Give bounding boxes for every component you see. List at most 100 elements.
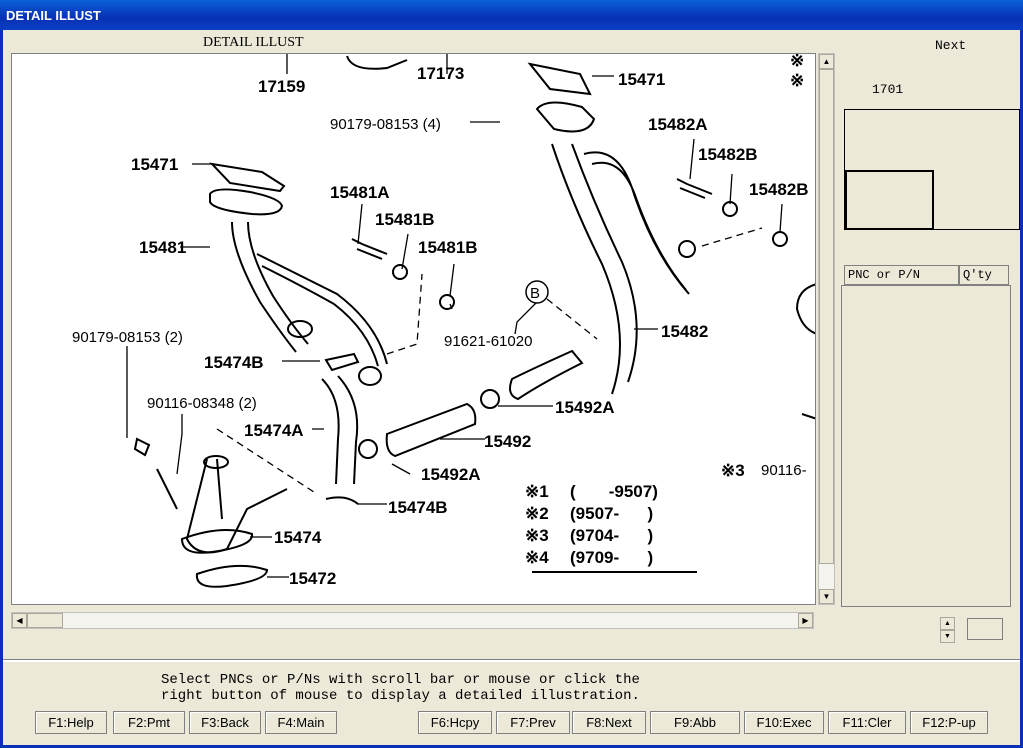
bolt-15482A-shape	[676, 178, 713, 199]
window-title: DETAIL ILLUST	[6, 8, 101, 23]
label-15474B-top[interactable]: 15474B	[204, 353, 264, 372]
page-spinbox[interactable]	[967, 618, 1003, 640]
label-15492A-left[interactable]: 15492A	[421, 465, 481, 484]
f9-abb-button[interactable]: F9:Abb	[650, 711, 740, 734]
bolt-15481A-shape	[351, 238, 388, 260]
label-star3: ※3	[721, 461, 745, 480]
label-15481B-1[interactable]: 15481B	[375, 210, 435, 229]
f8-next-button[interactable]: F8:Next	[572, 711, 646, 734]
label-15482B-2[interactable]: 15482B	[749, 180, 809, 199]
illustration-title: DETAIL ILLUST	[203, 35, 304, 50]
legend-mark-2: ※2	[525, 504, 549, 523]
leaders-4	[126, 346, 320, 475]
label-15492[interactable]: 15492	[484, 432, 531, 451]
clamp-15474B-bottom-shape	[325, 496, 359, 505]
scroll-right-arrow-icon[interactable]: ▶	[798, 613, 813, 628]
leaders-1	[180, 75, 614, 248]
label-star-top-2: ※	[790, 71, 804, 90]
bolt-90179-shape	[133, 437, 151, 457]
label-15482A[interactable]: 15482A	[648, 115, 708, 134]
f2-pmt-button[interactable]: F2:Pmt	[113, 711, 185, 734]
column-header-qty[interactable]: Q'ty	[959, 265, 1009, 285]
legend-range-1: ( -9507)	[570, 482, 658, 501]
legend-mark-4: ※4	[525, 548, 549, 567]
label-90116-partial[interactable]: 90116-	[761, 462, 807, 479]
instruction-message: Select PNCs or P/Ns with scroll bar or m…	[161, 672, 640, 704]
f11-cler-button[interactable]: F11:Cler	[828, 711, 906, 734]
label-15474[interactable]: 15474	[274, 528, 322, 547]
label-15482[interactable]: 15482	[661, 322, 708, 341]
spin-down-arrow-icon[interactable]: ▼	[940, 630, 955, 643]
legend-mark-3: ※3	[525, 526, 549, 545]
leaders-6	[312, 405, 553, 475]
legend-mark-1: ※1	[525, 482, 549, 501]
label-15481[interactable]: 15481	[139, 238, 186, 257]
pipe-15482-end-shape	[509, 349, 584, 401]
horizontal-scrollbar[interactable]: ◀ ▶	[11, 612, 814, 629]
label-15471-left[interactable]: 15471	[131, 155, 178, 174]
label-15481A[interactable]: 15481A	[330, 183, 390, 202]
gasket-15471-top-shape	[527, 62, 592, 96]
pipe-15482-branch-shape	[583, 151, 690, 295]
group-number: 1701	[872, 82, 904, 97]
scroll-up-arrow-icon[interactable]: ▲	[819, 54, 834, 69]
pnc-table-header: PNC or P/N Q'ty	[844, 265, 1009, 285]
partial-part-shape	[795, 283, 815, 335]
column-header-pnc[interactable]: PNC or P/N	[844, 265, 959, 285]
label-15474B-bottom[interactable]: 15474B	[388, 498, 448, 517]
label-15482B-1[interactable]: 15482B	[698, 145, 758, 164]
flange-15474-shape	[180, 529, 254, 554]
vertical-scrollbar[interactable]: ▲ ▼	[818, 53, 835, 605]
label-90179-08153-2[interactable]: 90179-08153 (2)	[72, 329, 183, 346]
scroll-left-arrow-icon[interactable]: ◀	[12, 613, 27, 628]
leaders-2	[689, 138, 783, 233]
year-legend: ※1 ( -9507) ※2 (9507- ) ※3 (9704- ) ※4 (…	[525, 482, 658, 567]
f4-main-button[interactable]: F4:Main	[265, 711, 337, 734]
pipe-15482-shape	[551, 143, 638, 395]
vertical-scroll-thumb[interactable]	[819, 69, 834, 564]
legend-range-3: (9704- )	[570, 526, 653, 545]
f7-prev-button[interactable]: F7:Prev	[496, 711, 570, 734]
flange-15481-shape	[209, 188, 284, 216]
label-17173[interactable]: 17173	[417, 64, 464, 83]
f10-exec-button[interactable]: F10:Exec	[744, 711, 824, 734]
pipe-end-2-shape	[358, 366, 382, 386]
label-17159[interactable]: 17159	[258, 77, 305, 96]
label-15474A[interactable]: 15474A	[244, 421, 304, 440]
f6-hcpy-button[interactable]: F6:Hcpy	[418, 711, 492, 734]
horizontal-scroll-thumb[interactable]	[27, 613, 63, 628]
pipe-end-shape	[287, 320, 313, 338]
gasket-15472-shape	[195, 564, 269, 588]
page-spinner[interactable]: ▲ ▼	[940, 617, 955, 645]
water-outlet-15474-shape	[185, 458, 288, 554]
dashed-guide-3	[216, 428, 318, 495]
parts-diagram[interactable]: 17159 17173 15471 90179-08153 (4) 15482A…	[12, 54, 816, 605]
label-15481B-2[interactable]: 15481B	[418, 238, 478, 257]
label-15471-top[interactable]: 15471	[618, 70, 665, 89]
pipe-15481-shape	[231, 221, 309, 353]
washer-15481B-2-shape	[439, 294, 455, 310]
label-91621-61020[interactable]: 91621-61020	[444, 333, 532, 350]
scroll-down-arrow-icon[interactable]: ▼	[819, 589, 834, 604]
pnc-list[interactable]	[841, 285, 1011, 607]
leaders-3	[357, 203, 455, 297]
label-15492A-right[interactable]: 15492A	[555, 398, 615, 417]
label-90179-08153-4[interactable]: 90179-08153 (4)	[330, 116, 441, 133]
partial-bolt-shape	[801, 413, 815, 420]
dashed-guide-2	[546, 227, 763, 340]
label-15472[interactable]: 15472	[289, 569, 336, 588]
label-90116-08348-2[interactable]: 90116-08348 (2)	[147, 395, 257, 412]
f3-back-button[interactable]: F3:Back	[189, 711, 261, 734]
washer-15481B-1-shape	[392, 264, 408, 280]
f12-pup-button[interactable]: F12:P-up	[910, 711, 988, 734]
f1-help-button[interactable]: F1:Help	[35, 711, 107, 734]
circle-b-marker	[525, 280, 549, 304]
spin-up-arrow-icon[interactable]: ▲	[940, 617, 955, 630]
leaders-7	[250, 503, 387, 578]
illustration-canvas[interactable]: 17159 17173 15471 90179-08153 (4) 15482A…	[11, 53, 816, 605]
illustration-navigator[interactable]	[844, 109, 1020, 230]
navigator-viewport-frame[interactable]	[845, 170, 934, 230]
hose-15492-shape	[385, 402, 477, 458]
label-circle-b: B	[530, 285, 540, 302]
gasket-15471-left-shape	[209, 162, 286, 193]
